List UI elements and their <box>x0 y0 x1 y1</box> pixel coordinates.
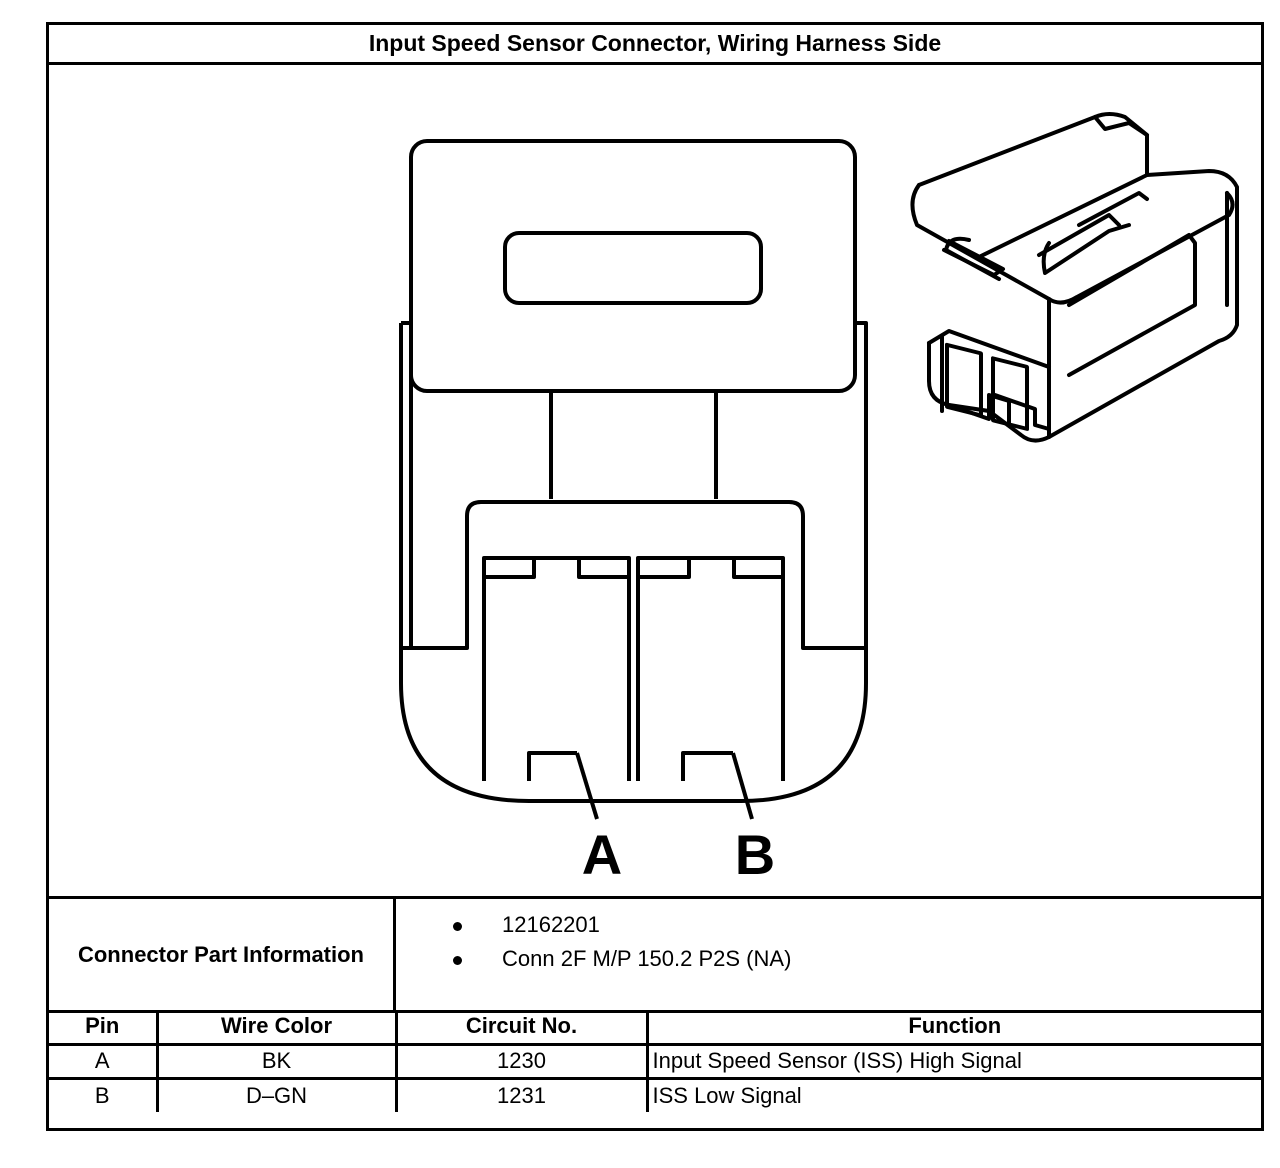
table-row: B D–GN 1231 ISS Low Signal <box>49 1076 1261 1112</box>
connector-part-info-list: 12162201 Conn 2F M/P 150.2 P2S (NA) <box>396 899 1261 1022</box>
cell-circuit: 1230 <box>394 1042 649 1080</box>
cell-wire-color: D–GN <box>155 1076 398 1112</box>
part-number: 12162201 <box>502 912 600 937</box>
header-circuit-no: Circuit No. <box>394 1010 649 1046</box>
bullet-icon <box>453 956 462 965</box>
header-pin: Pin <box>49 1010 159 1046</box>
table-row: A BK 1230 Input Speed Sensor (ISS) High … <box>49 1042 1261 1080</box>
list-item: 12162201 <box>396 911 1261 945</box>
list-item: Conn 2F M/P 150.2 P2S (NA) <box>396 945 1261 979</box>
bullet-icon <box>453 922 462 931</box>
pin-table: Pin Wire Color Circuit No. Function A BK… <box>49 1010 1261 1112</box>
cell-function: Input Speed Sensor (ISS) High Signal <box>645 1042 1261 1080</box>
connector-description: Conn 2F M/P 150.2 P2S (NA) <box>502 946 792 971</box>
connector-face-illustration: A B <box>399 112 1239 886</box>
pin-label-a: A <box>582 823 622 886</box>
diagram-title: Input Speed Sensor Connector, Wiring Har… <box>49 25 1261 65</box>
cell-circuit: 1231 <box>394 1076 649 1112</box>
pin-table-header: Pin Wire Color Circuit No. Function <box>49 1010 1261 1046</box>
pin-label-b: B <box>735 823 775 886</box>
cell-pin: A <box>49 1042 159 1080</box>
connector-part-info-row: Connector Part Information 12162201 Conn… <box>49 896 1261 1013</box>
header-wire-color: Wire Color <box>155 1010 398 1046</box>
header-function: Function <box>645 1010 1261 1046</box>
cell-pin: B <box>49 1076 159 1112</box>
cell-function: ISS Low Signal <box>645 1076 1261 1112</box>
connector-diagram-frame: Input Speed Sensor Connector, Wiring Har… <box>46 22 1264 1131</box>
connector-isometric-icon <box>910 112 1239 443</box>
cell-wire-color: BK <box>155 1042 398 1080</box>
connector-drawing: A B <box>49 65 1261 899</box>
connector-part-info-label: Connector Part Information <box>49 899 396 1010</box>
